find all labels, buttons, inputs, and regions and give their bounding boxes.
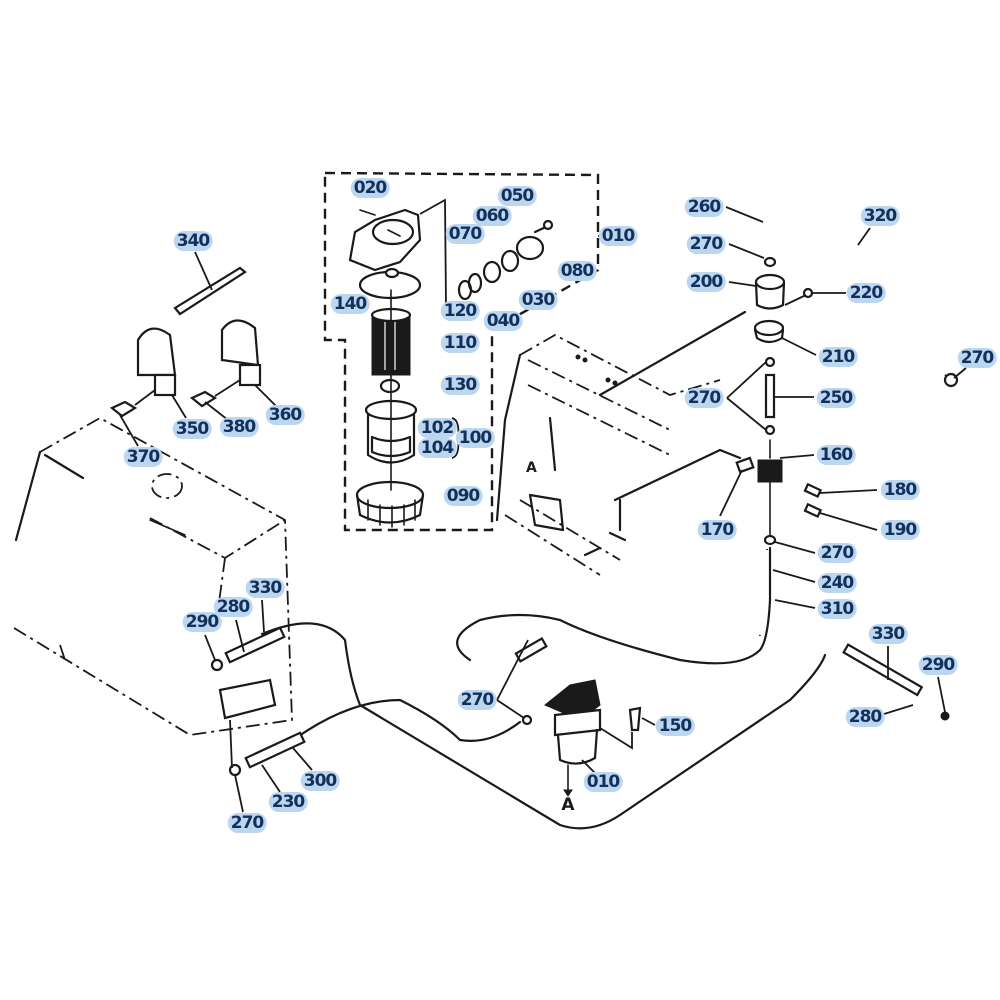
callout-170[interactable]: 170 — [697, 520, 737, 540]
callout-240[interactable]: 240 — [817, 573, 857, 593]
callout-150[interactable]: 150 — [655, 716, 695, 736]
fuel-filter-200 — [754, 273, 786, 310]
ring-nut — [355, 480, 425, 528]
callout-360[interactable]: 360 — [265, 405, 305, 425]
callout-310[interactable]: 310 — [817, 599, 857, 619]
callout-380[interactable]: 380 — [219, 417, 259, 437]
callout-220[interactable]: 220 — [846, 283, 886, 303]
callout-270[interactable]: 270 — [817, 543, 857, 563]
tank-bracket — [218, 678, 277, 720]
callout-040[interactable]: 040 — [483, 311, 523, 331]
callout-060[interactable]: 060 — [472, 206, 512, 226]
svg-text:A: A — [526, 460, 537, 476]
callout-160[interactable]: 160 — [816, 445, 856, 465]
callout-290[interactable]: 290 — [918, 655, 958, 675]
callout-010[interactable]: 010 — [598, 226, 638, 246]
view-marker-a: A — [561, 795, 575, 815]
callout-270[interactable]: 270 — [684, 388, 724, 408]
callout-260[interactable]: 260 — [684, 197, 724, 217]
callout-290[interactable]: 290 — [182, 612, 222, 632]
callout-100[interactable]: 100 — [455, 428, 495, 448]
filter-assembly-group-box — [323, 171, 600, 532]
fuel-cock — [735, 456, 783, 483]
callout-330[interactable]: 330 — [245, 578, 285, 598]
callout-110[interactable]: 110 — [440, 333, 480, 353]
fitting-330-right — [842, 643, 924, 697]
callout-250[interactable]: 250 — [816, 388, 856, 408]
callout-330[interactable]: 330 — [868, 624, 908, 644]
fitting-300 — [244, 731, 306, 769]
clamp-360 — [220, 319, 262, 387]
callout-210[interactable]: 210 — [818, 347, 858, 367]
callout-070[interactable]: 070 — [445, 224, 485, 244]
callout-300[interactable]: 300 — [300, 771, 340, 791]
fuel-tank — [13, 416, 293, 736]
bolt-380 — [189, 390, 218, 408]
callout-120[interactable]: 120 — [440, 301, 480, 321]
callout-280[interactable]: 280 — [845, 707, 885, 727]
callout-020[interactable]: 020 — [350, 178, 390, 198]
bolt-370 — [109, 400, 138, 418]
callout-190[interactable]: 190 — [880, 520, 920, 540]
callout-102[interactable]: 102 — [417, 418, 457, 438]
callout-270[interactable]: 270 — [227, 813, 267, 833]
band-340 — [173, 266, 247, 316]
filter-head — [348, 198, 447, 306]
callout-130[interactable]: 130 — [440, 375, 480, 395]
clamp-350 — [136, 327, 177, 397]
callout-340[interactable]: 340 — [173, 231, 213, 251]
callout-270[interactable]: 270 — [686, 234, 726, 254]
callout-090[interactable]: 090 — [443, 486, 483, 506]
callout-230[interactable]: 230 — [268, 792, 308, 812]
bolt-150 — [628, 706, 642, 732]
callout-180[interactable]: 180 — [880, 480, 920, 500]
fitting-330-left — [224, 626, 286, 664]
callout-080[interactable]: 080 — [557, 261, 597, 281]
callout-270[interactable]: 270 — [957, 348, 997, 368]
o-ring-130 — [379, 378, 401, 394]
callout-050[interactable]: 050 — [497, 186, 537, 206]
engine-panel: A — [495, 333, 721, 576]
callout-104[interactable]: 104 — [417, 438, 457, 458]
callout-270[interactable]: 270 — [457, 690, 497, 710]
callout-370[interactable]: 370 — [123, 447, 163, 467]
callout-200[interactable]: 200 — [686, 272, 726, 292]
callout-010[interactable]: 010 — [583, 772, 623, 792]
bracket-210 — [753, 319, 785, 344]
callout-320[interactable]: 320 — [860, 206, 900, 226]
callout-140[interactable]: 140 — [330, 294, 370, 314]
callout-030[interactable]: 030 — [518, 290, 558, 310]
sediment-bowl-010 — [544, 679, 602, 765]
callout-280[interactable]: 280 — [213, 597, 253, 617]
callout-350[interactable]: 350 — [172, 419, 212, 439]
plate-050 — [515, 235, 545, 261]
